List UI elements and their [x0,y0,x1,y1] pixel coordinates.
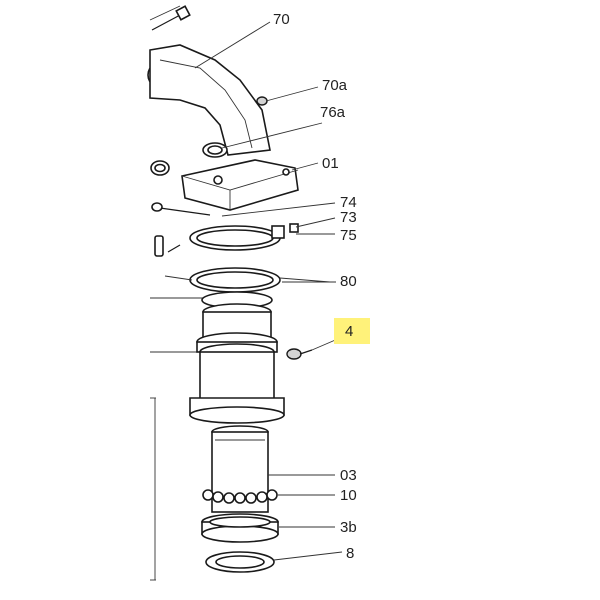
leader-lines [194,21,343,561]
callout-01: 01 [322,155,339,172]
part-bolt-top [149,5,191,31]
callout-70: 70 [273,11,290,28]
callout-74: 74 [340,194,357,211]
callout-03: 03 [340,467,357,484]
part-washer-8 [205,551,275,573]
callout-80: 80 [340,273,357,290]
callout-73: 73 [340,209,357,226]
callout-highlight [334,318,370,344]
callout-4: 4 [345,323,353,340]
part-ball-ring-10 [202,489,278,504]
part-nut-70a [256,96,268,106]
part-ring-3b [201,513,279,543]
callout-3b: 3b [340,519,357,536]
callout-labels: 70 70a 76a 01 74 73 75 80 4 03 10 3b 8 [273,11,357,562]
part-band-clamp-80 [164,267,331,293]
part-bolt-74 [151,202,211,216]
part-screw-4 [286,348,313,360]
part-elbow [149,44,271,158]
callout-75: 75 [340,227,357,244]
callout-76a: 76a [320,104,346,121]
callout-8: 8 [346,545,354,562]
callout-10: 10 [340,487,357,504]
part-clamp-band [189,223,299,251]
part-small-ring [150,160,170,176]
part-pin [154,235,181,257]
part-main-body [189,303,285,424]
frame-lines [150,297,210,581]
callout-70a: 70a [322,77,348,94]
part-flange-housing [181,159,299,211]
